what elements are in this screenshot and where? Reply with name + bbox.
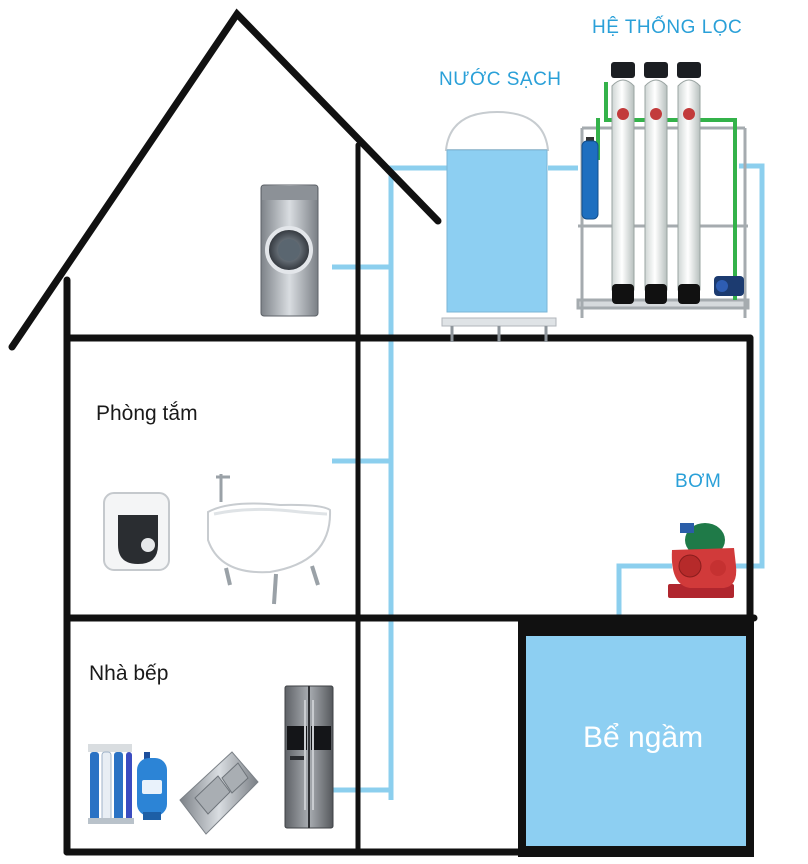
filter-system: [576, 62, 750, 318]
refrigerator-icon: [284, 685, 334, 829]
booster-pump-small: [714, 276, 744, 296]
ro-purifier-icon: [88, 744, 134, 824]
bathroom-label: Phòng tắm: [96, 402, 198, 425]
clean-water-label: NƯỚC SẠCH: [439, 69, 562, 90]
house-structure: [8, 8, 758, 856]
water-heater-icon: [103, 492, 170, 571]
washing-machine-icon: [260, 184, 319, 317]
sink-icon: [179, 751, 259, 835]
filter-system-label: HỆ THỐNG LỌC: [592, 17, 743, 38]
underground-tank-label: Bể ngầm: [583, 721, 704, 754]
roof-line: [8, 8, 442, 351]
pump-label: BƠM: [675, 471, 722, 492]
bathtub-icon: [207, 474, 332, 605]
underground-tank: [518, 621, 754, 857]
water-tank-icon: [441, 110, 557, 342]
main-riser-pipe: [388, 165, 448, 800]
pump-to-filter-pipe: [726, 163, 765, 569]
pressure-tank-icon: [137, 752, 167, 820]
kitchen-label: Nhà bếp: [89, 662, 169, 685]
cartridge-filter-icon: [581, 137, 599, 220]
tank-to-pump-pipe: [616, 563, 672, 617]
filter-column-icon: [611, 62, 701, 304]
pump-icon: [668, 523, 737, 598]
